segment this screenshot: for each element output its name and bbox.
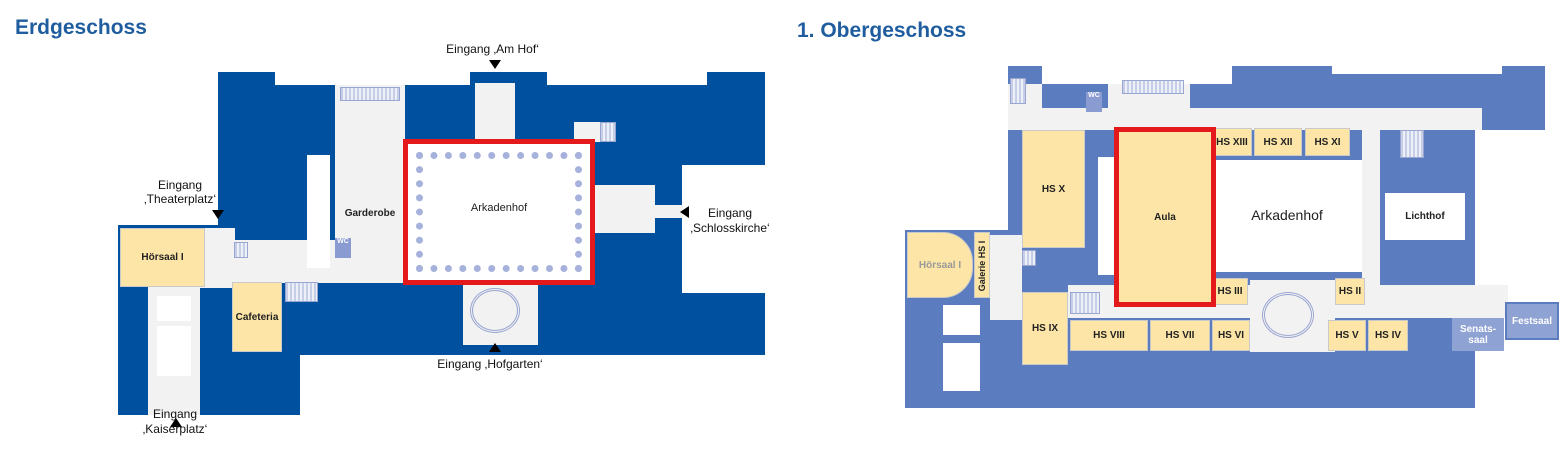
arkadenhof-label: Arkadenhof xyxy=(470,202,528,214)
room-hs-ix: HS IX xyxy=(1022,292,1068,365)
room-hs-xiii: HS XIII xyxy=(1212,128,1252,156)
room xyxy=(157,296,191,321)
schlosskirche-corridor xyxy=(593,185,655,233)
courtyard-outside xyxy=(682,165,772,293)
spiral-stairs-icon xyxy=(470,288,520,333)
ground-floor-title: Erdgeschoss xyxy=(15,16,147,39)
east-wing xyxy=(1475,66,1545,130)
room-arkadenhof: Arkadenhof xyxy=(1212,160,1362,272)
wc-icon: WC xyxy=(1086,92,1102,112)
stairs-icon xyxy=(1122,80,1184,94)
stairs-icon xyxy=(340,87,400,101)
stairs-icon xyxy=(600,122,616,142)
wall-block xyxy=(307,155,330,268)
east-corridor xyxy=(1362,128,1380,308)
notch xyxy=(547,72,707,85)
am-hof-corridor xyxy=(475,83,515,143)
outside xyxy=(1475,130,1567,300)
west-corridor xyxy=(990,235,1022,320)
room-hs-viii: HS VIII xyxy=(1070,320,1148,351)
stairs-icon xyxy=(1010,78,1026,104)
room-hs-iii: HS III xyxy=(1212,278,1248,305)
arcade-pillars xyxy=(416,152,582,272)
corridor xyxy=(200,228,235,288)
room-hs-vii: HS VII xyxy=(1150,320,1210,351)
arrow-down-icon xyxy=(489,60,501,69)
room-hs-xi: HS XI xyxy=(1305,128,1350,156)
upper-corridor xyxy=(1008,108,1482,130)
galerie-label: Galerie HS I xyxy=(977,240,988,292)
room xyxy=(943,343,980,391)
room-cafeteria: Cafeteria xyxy=(232,282,282,352)
entrance-hofgarten-label: Eingang ‚Hofgarten‘ xyxy=(437,357,543,371)
arrow-up-icon xyxy=(170,418,182,427)
notch xyxy=(1042,66,1232,84)
room-hs-ii: HS II xyxy=(1335,278,1365,305)
elevator-stairs-icon xyxy=(1070,292,1100,314)
room-senatssaal: Senats-saal xyxy=(1452,318,1504,351)
room-lichthof: Lichthof xyxy=(1385,193,1465,240)
room-hs-v: HS V xyxy=(1328,320,1366,351)
room-arkadenhof-highlighted: Arkadenhof xyxy=(403,139,595,285)
room-hoersaal-1: Hörsaal I xyxy=(120,228,205,287)
notch xyxy=(275,72,470,85)
room-hs-x: HS X xyxy=(1022,130,1085,248)
stairs-icon xyxy=(1400,130,1424,158)
first-floor-title: 1. Obergeschoss xyxy=(797,19,967,42)
room-hoersaal-1: Hörsaal I xyxy=(907,232,973,298)
stairs-icon xyxy=(234,242,248,258)
schlosskirche-door xyxy=(655,205,683,218)
arrow-left-icon xyxy=(680,206,689,218)
room-hs-vi: HS VI xyxy=(1212,320,1250,351)
elevator-stairs-icon xyxy=(285,282,318,302)
entrance-theaterplatz-label-2: ‚Theaterplatz‘ xyxy=(143,192,217,206)
entrance-theaterplatz-label-1: Eingang xyxy=(157,178,203,192)
entrance-kaiserplatz-label-2: ‚Kaiserplatz‘ xyxy=(142,422,208,436)
entrance-kaiserplatz-label-1: Eingang xyxy=(152,407,198,421)
room-hs-iv: HS IV xyxy=(1368,320,1408,351)
entrance-schlosskirche-label-1: Eingang xyxy=(707,206,753,220)
room-galerie-hs-1: Galerie HS I xyxy=(974,232,990,298)
stairs-icon xyxy=(1022,250,1036,266)
room-festsaal: Festsaal xyxy=(1505,302,1559,340)
room-aula-highlighted: Aula xyxy=(1114,127,1216,307)
spiral-stairs-icon xyxy=(1262,292,1314,338)
light-well xyxy=(1098,157,1115,275)
entrance-am-hof-label: Eingang ‚Am Hof‘ xyxy=(446,42,539,56)
arrow-down-icon xyxy=(212,210,224,219)
room-garderobe: Garderobe xyxy=(344,207,396,219)
arrow-up-icon xyxy=(489,343,501,352)
entrance-schlosskirche-label-2: ‚Schlosskirche‘ xyxy=(690,221,770,235)
room-hs-xii: HS XII xyxy=(1254,128,1302,156)
room xyxy=(943,305,980,335)
notch xyxy=(1332,66,1502,74)
wc-icon: WC xyxy=(335,238,351,258)
room xyxy=(157,326,191,376)
